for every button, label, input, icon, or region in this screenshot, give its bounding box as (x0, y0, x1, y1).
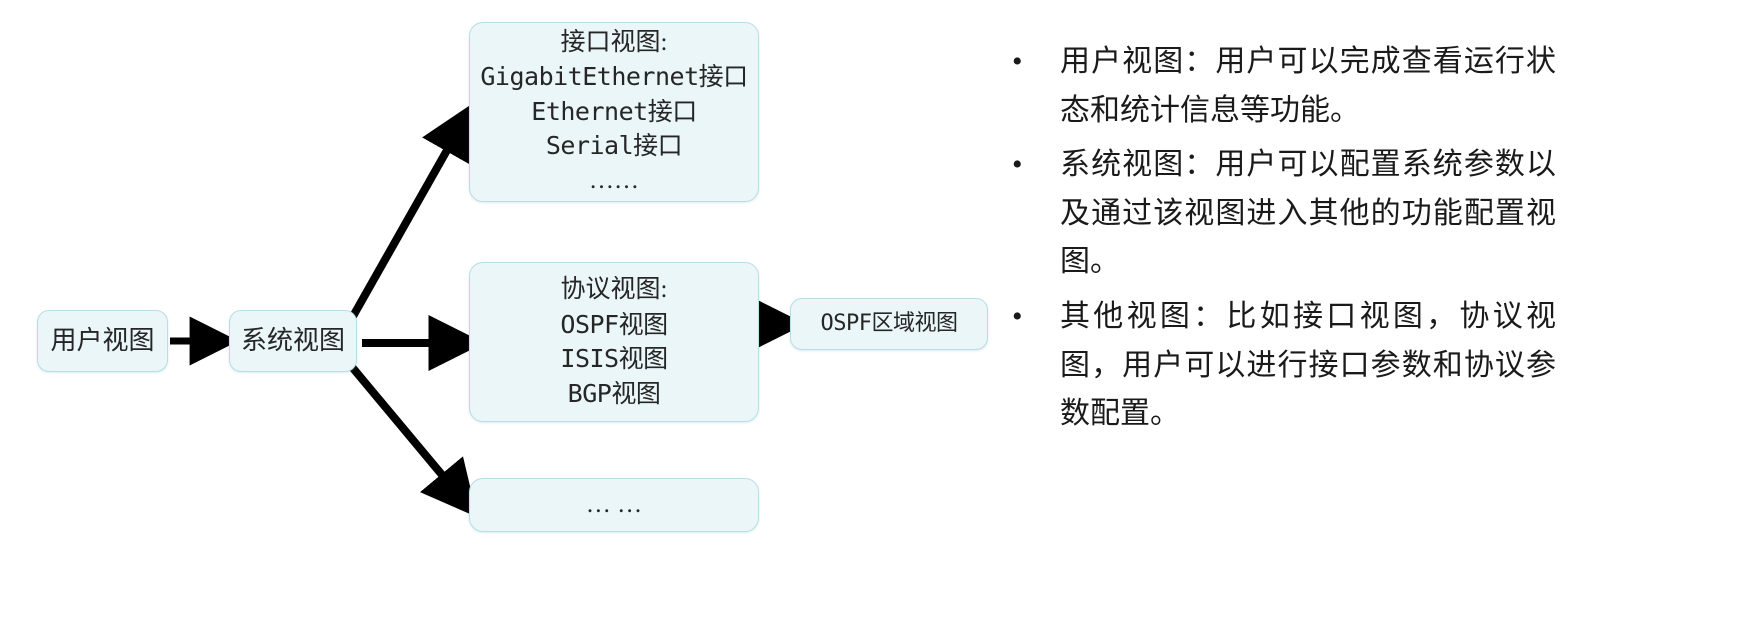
list-item-text: 系统视图：用户可以配置系统参数以及通过该视图进入其他的功能配置视图。 (1060, 148, 1556, 279)
node-system-view[interactable]: 系统视图 (229, 310, 357, 372)
node-interface-view-item-2: Ethernet接口 (531, 96, 697, 126)
list-item: • 系统视图：用户可以配置系统参数以及通过该视图进入其他的功能配置视图。 (1006, 141, 1556, 287)
node-protocol-view-title: 协议视图: (560, 276, 668, 303)
list-item-text: 用户视图：用户可以完成查看运行状态和统计信息等功能。 (1060, 45, 1556, 127)
arrow-system-to-interface (348, 102, 475, 320)
node-other-view[interactable]: … … (469, 478, 759, 532)
node-system-view-label: 系统视图 (240, 326, 345, 356)
node-other-view-label: … … (585, 490, 643, 518)
node-ospf-area-view-label: OSPF区域视图 (820, 310, 958, 336)
bullet-marker-icon: • (1012, 148, 1023, 182)
bullet-marker-icon: • (1012, 45, 1023, 78)
arrow-system-to-other (348, 364, 478, 518)
node-protocol-view-item-3: BGP视图 (567, 378, 661, 408)
node-interface-view-title: 接口视图: (560, 28, 668, 56)
list-item: • 其他视图：比如接口视图，协议视图，用户可以进行接口参数和协议参数配置。 (1006, 293, 1556, 439)
node-protocol-view-item-1: OSPF视图 (560, 309, 668, 339)
node-interface-view-ellipsis: …… (589, 166, 639, 194)
node-ospf-area-view[interactable]: OSPF区域视图 (790, 298, 988, 350)
bullet-marker-icon: • (1012, 299, 1023, 333)
node-interface-view-item-1: GigabitEthernet接口 (480, 62, 748, 92)
node-user-view[interactable]: 用户视图 (37, 310, 168, 372)
node-protocol-view-item-2: ISIS视图 (560, 344, 668, 373)
bullet-list: • 用户视图：用户可以完成查看运行状态和统计信息等功能。 • 系统视图：用户可以… (1006, 38, 1556, 445)
node-interface-view-item-3: Serial接口 (545, 131, 683, 161)
node-protocol-view[interactable]: 协议视图: OSPF视图 ISIS视图 BGP视图 (469, 262, 759, 422)
list-item: • 用户视图：用户可以完成查看运行状态和统计信息等功能。 (1006, 38, 1556, 135)
node-user-view-label: 用户视图 (50, 326, 155, 356)
node-interface-view[interactable]: 接口视图: GigabitEthernet接口 Ethernet接口 Seria… (469, 22, 759, 202)
list-item-text: 其他视图：比如接口视图，协议视图，用户可以进行接口参数和协议参数配置。 (1060, 299, 1556, 431)
